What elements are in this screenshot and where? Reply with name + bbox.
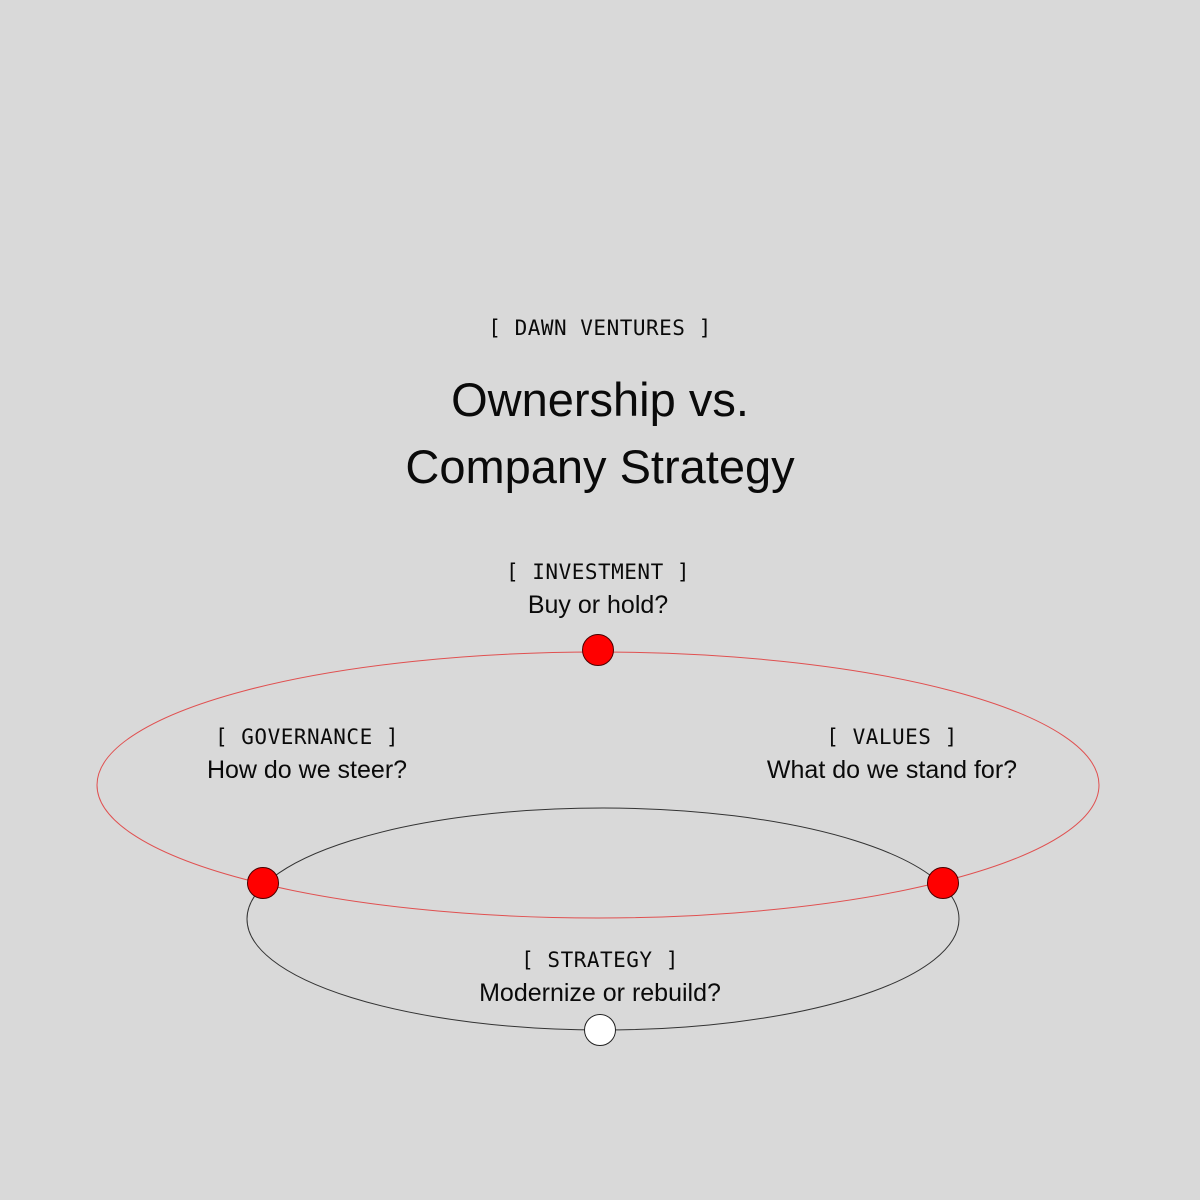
investment-question: Buy or hold? xyxy=(527,591,669,619)
governance-dot[interactable] xyxy=(247,867,279,899)
investment-dot[interactable] xyxy=(582,634,614,666)
strategy-question: Modernize or rebuild? xyxy=(479,979,721,1007)
strategy-dot[interactable] xyxy=(584,1014,616,1046)
governance-tag: [ GOVERNANCE ] xyxy=(214,725,400,749)
values-dot[interactable] xyxy=(927,867,959,899)
values-tag: [ VALUES ] xyxy=(826,725,958,749)
brand-tag: [ DAWN VENTURES ] xyxy=(488,316,712,340)
values-question: What do we stand for? xyxy=(766,756,1018,784)
strategy-tag: [ STRATEGY ] xyxy=(521,948,679,972)
governance-question: How do we steer? xyxy=(206,756,408,784)
investment-tag: [ INVESTMENT ] xyxy=(505,560,691,584)
title-line-2: Company Strategy xyxy=(405,440,795,493)
title-line-1: Ownership vs. xyxy=(451,373,749,426)
